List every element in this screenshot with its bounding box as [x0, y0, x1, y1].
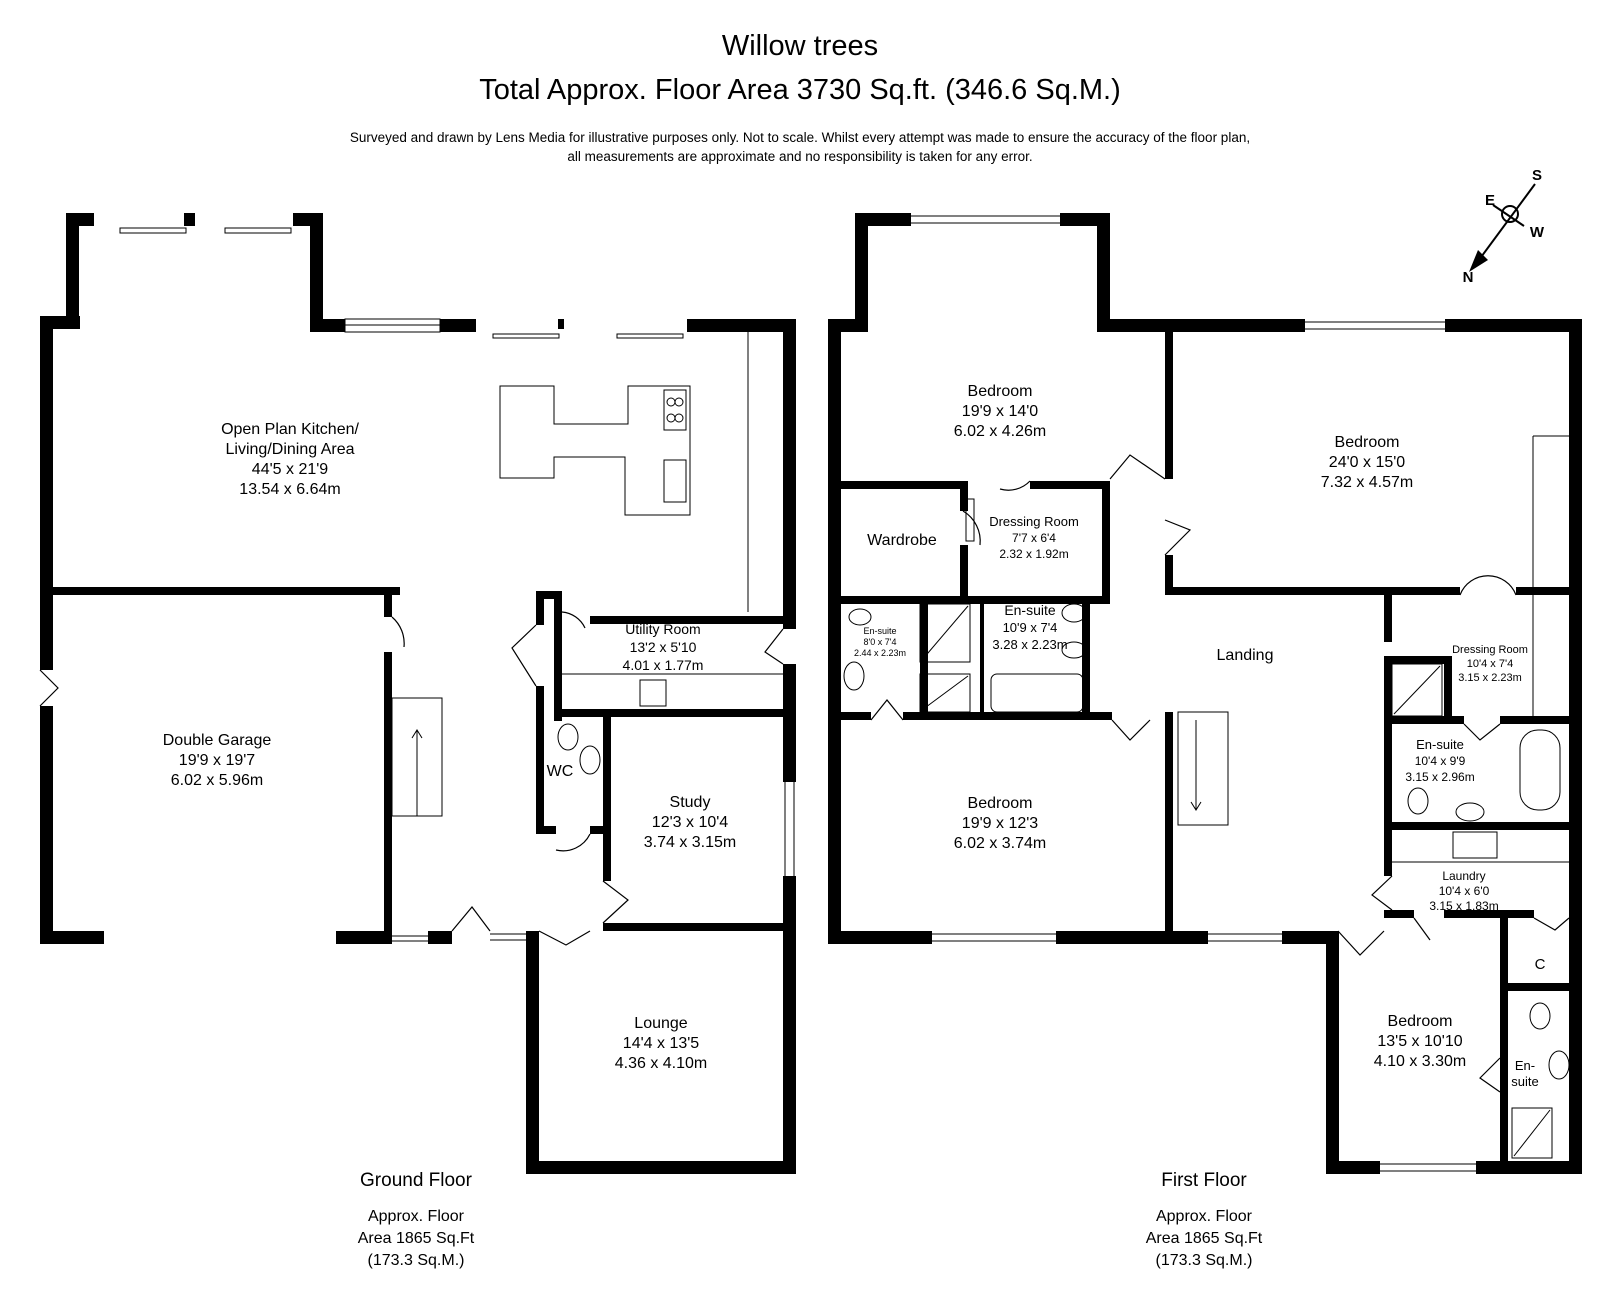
kitchen-name-1: Open Plan Kitchen/ — [221, 421, 359, 438]
compass-w: W — [1530, 224, 1545, 241]
ground-floor-area-1: Approx. Floor — [368, 1208, 465, 1225]
bedroom1-metric: 6.02 x 4.26m — [954, 423, 1047, 440]
ensuite-br-name-1: En- — [1515, 1058, 1535, 1073]
compass-n: N — [1463, 269, 1474, 286]
kitchen-metric: 13.54 x 6.64m — [239, 481, 340, 498]
compass-icon: E S W N — [1463, 167, 1545, 286]
ensuite-br-name-2: suite — [1511, 1074, 1538, 1089]
bedroom4-imperial: 13'5 x 10'10 — [1377, 1033, 1462, 1050]
bedroom3-metric: 6.02 x 3.74m — [954, 835, 1047, 852]
dressing1-imperial: 7'7 x 6'4 — [1012, 531, 1056, 545]
first-floor-fixtures — [843, 498, 1570, 1159]
bedroom2-name: Bedroom — [1335, 434, 1400, 451]
ground-floor-labels: Open Plan Kitchen/ Living/Dining Area 44… — [163, 421, 737, 1269]
laundry-name: Laundry — [1442, 869, 1485, 883]
ground-floor-doors — [39, 611, 784, 946]
study-imperial: 12'3 x 10'4 — [652, 814, 728, 831]
ensuite-right-imperial: 10'4 x 9'9 — [1415, 754, 1466, 768]
dressing2-metric: 3.15 x 2.23m — [1458, 672, 1522, 684]
first-floor-windows — [829, 215, 1580, 1172]
ground-floor-walls — [40, 213, 796, 1174]
total-area: Total Approx. Floor Area 3730 Sq.ft. (34… — [479, 74, 1121, 106]
first-floor-walls — [828, 213, 1582, 1174]
disclaimer-line-2: all measurements are approximate and no … — [567, 149, 1033, 164]
utility-imperial: 13'2 x 5'10 — [630, 639, 697, 655]
laundry-metric: 3.15 x 1.83m — [1429, 899, 1498, 913]
ensuite-right-name: En-suite — [1416, 737, 1464, 752]
disclaimer-line-1: Surveyed and drawn by Lens Media for ill… — [349, 130, 1251, 145]
ensuite-mid-name: En-suite — [1004, 602, 1056, 618]
ground-floor-fixtures — [391, 385, 783, 817]
garage-metric: 6.02 x 5.96m — [171, 772, 264, 789]
utility-name: Utility Room — [625, 621, 700, 637]
ground-floor-windows — [119, 227, 795, 1164]
compass-s: S — [1532, 167, 1542, 184]
laundry-imperial: 10'4 x 6'0 — [1439, 884, 1490, 898]
ensuite-small-name: En-suite — [863, 626, 896, 636]
bedroom1-imperial: 19'9 x 14'0 — [962, 403, 1038, 420]
first-floor-area-1: Approx. Floor — [1156, 1208, 1253, 1225]
lounge-imperial: 14'4 x 13'5 — [623, 1035, 699, 1052]
compass-e: E — [1485, 192, 1495, 209]
lounge-name: Lounge — [634, 1015, 687, 1032]
plan-title: Willow trees — [721, 30, 879, 62]
first-floor-label: First Floor — [1161, 1170, 1247, 1191]
landing-name: Landing — [1217, 647, 1274, 664]
first-floor-area-2: Area 1865 Sq.Ft — [1146, 1230, 1263, 1247]
wardrobe-name: Wardrobe — [867, 532, 937, 549]
cupboard-label: C — [1535, 956, 1546, 973]
first-floor-area-3: (173.3 Sq.M.) — [1156, 1252, 1253, 1269]
utility-metric: 4.01 x 1.77m — [623, 657, 704, 673]
bedroom4-metric: 4.10 x 3.30m — [1374, 1053, 1467, 1070]
dressing1-name: Dressing Room — [989, 514, 1079, 529]
bedroom2-imperial: 24'0 x 15'0 — [1329, 454, 1405, 471]
kitchen-imperial: 44'5 x 21'9 — [252, 461, 328, 478]
wc-name: WC — [547, 763, 574, 780]
ground-floor-area-2: Area 1865 Sq.Ft — [358, 1230, 475, 1247]
garage-name: Double Garage — [163, 732, 272, 749]
bedroom4-name: Bedroom — [1388, 1013, 1453, 1030]
ensuite-mid-imperial: 10'9 x 7'4 — [1003, 620, 1058, 635]
study-metric: 3.74 x 3.15m — [644, 834, 737, 851]
bedroom2-metric: 7.32 x 4.57m — [1321, 474, 1414, 491]
ground-floor-label: Ground Floor — [360, 1170, 473, 1191]
first-floor-labels: Bedroom 19'9 x 14'0 6.02 x 4.26m Bedroom… — [854, 383, 1546, 1269]
ensuite-mid-metric: 3.28 x 2.23m — [992, 637, 1067, 652]
ensuite-small-imperial: 8'0 x 7'4 — [864, 637, 897, 647]
ground-floor-area-3: (173.3 Sq.M.) — [368, 1252, 465, 1269]
ensuite-small-metric: 2.44 x 2.23m — [854, 648, 906, 658]
bedroom3-name: Bedroom — [968, 795, 1033, 812]
garage-imperial: 19'9 x 19'7 — [179, 752, 255, 769]
lounge-metric: 4.36 x 4.10m — [615, 1055, 708, 1072]
kitchen-name-2: Living/Dining Area — [226, 441, 355, 458]
first-floor-doors — [870, 454, 1570, 1093]
dressing2-imperial: 10'4 x 7'4 — [1467, 658, 1513, 670]
dressing1-metric: 2.32 x 1.92m — [999, 547, 1068, 561]
ensuite-right-metric: 3.15 x 2.96m — [1405, 770, 1474, 784]
bedroom1-name: Bedroom — [968, 383, 1033, 400]
dressing2-name: Dressing Room — [1452, 644, 1528, 656]
study-name: Study — [670, 794, 711, 811]
bedroom3-imperial: 19'9 x 12'3 — [962, 815, 1038, 832]
